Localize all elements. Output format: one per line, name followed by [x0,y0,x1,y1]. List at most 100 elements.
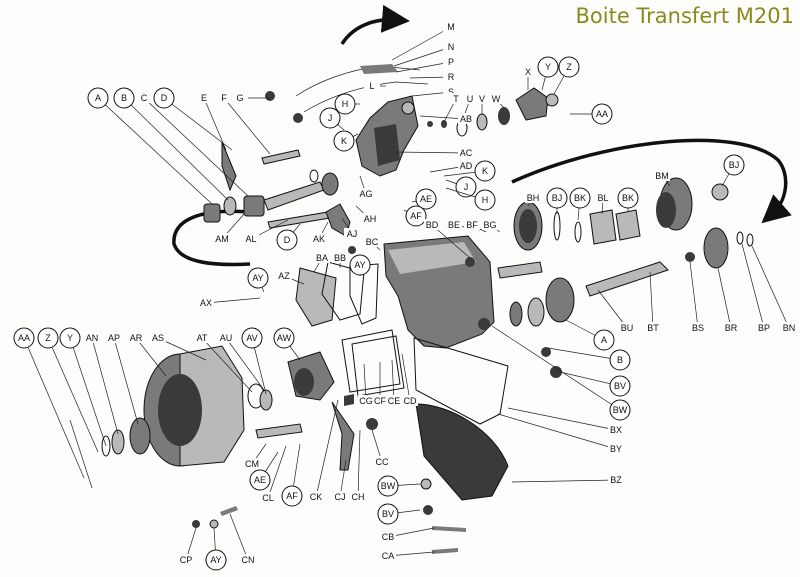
callout-ae: AE [411,188,437,210]
leader-line [229,513,249,561]
callout-label: P [448,57,454,67]
label-backdrop [106,332,122,343]
label-backdrop [314,252,330,263]
callout-label: CA [382,551,395,561]
label-backdrop [608,474,624,485]
callout-bj: BJ [546,187,568,214]
callout-label: AG [359,189,372,199]
callout-label: CC [376,457,389,467]
label-backdrop [482,219,498,230]
callout-circle [537,56,559,78]
leader-line [497,413,617,450]
callout-circle [247,267,269,289]
callout-j: J [445,176,477,198]
callout-az: AZ [276,270,305,285]
callout-cb: CB [380,527,435,542]
callout-al: AL [243,219,289,244]
label-backdrop [311,233,327,244]
callout-c: C [136,92,249,197]
leader-line [391,359,395,402]
callout-label: AL [245,234,256,244]
leader-line [225,337,265,391]
callout-label: AC [460,148,473,158]
callout-as: AS [150,332,207,361]
leader-line [391,26,452,61]
label-backdrop [198,297,214,308]
callout-label: CN [242,555,255,565]
callout-label: AZ [278,271,290,281]
leader-line [23,337,85,479]
callout-ay: AY [349,254,371,276]
callout-ac: AC [395,147,474,158]
callout-cj: CJ [332,459,348,502]
callout-bp: BP [741,243,772,333]
callout-ay: AY [247,267,269,293]
leader-line [431,224,471,259]
label-backdrop [448,93,464,104]
callout-label: AR [130,333,143,343]
callout-ap: AP [106,332,139,425]
leader-line [123,97,229,201]
callout-cg: CG [358,363,374,406]
callout-label: AA [18,333,30,343]
callout-circle [377,503,399,525]
callout-x: X [520,66,536,90]
callout-label: AJ [347,229,358,239]
leader-line [223,97,271,155]
callout-ce: CE [386,359,402,406]
label-backdrop [595,192,611,203]
leader-line [393,46,452,67]
gaskets-and-plates [295,261,509,501]
callout-label: AV [246,333,257,343]
callout-label: BZ [610,475,622,485]
callout-label: Z [566,62,572,72]
label-backdrop [464,219,480,230]
leader-line [547,347,621,361]
label-backdrop [474,93,490,104]
label-backdrop [362,213,378,224]
callout-label: BV [382,509,394,519]
label-backdrop [128,332,144,343]
callout-label: BY [610,444,622,454]
leader-line [339,459,347,498]
callout-label: C [141,93,148,103]
callout-label: J [464,182,469,192]
callout-b: B [547,347,631,371]
callout-label: H [342,99,349,109]
label-backdrop [443,41,459,52]
leader-line [201,337,253,393]
rotation-arrow [340,4,410,45]
label-backdrop [781,322,797,333]
callout-bh: BH [525,192,541,207]
callout-label: AA [596,109,608,119]
callout-circle [205,549,227,571]
label-backdrop [84,332,100,343]
label-backdrop [218,332,234,343]
label-backdrop [446,219,462,230]
callout-circle [569,187,591,209]
callout-ag: AG [358,175,374,199]
label-backdrop [358,188,374,199]
diagram-title: Boite Transfert M201 [575,4,794,28]
leader-line [97,97,213,205]
callout-label: BV [614,381,626,391]
callout-label: AF [286,491,298,501]
callout-circle [59,327,81,349]
callout-bw: BW [491,325,631,421]
callout-label: BJ [729,160,740,170]
callout-ah: AH [355,205,378,224]
leader-line [357,429,361,498]
callout-a: A [565,319,615,351]
callout-label: BW [381,481,396,491]
callout-bn: BN [751,245,797,333]
label-backdrop [364,236,380,247]
callout-label: AW [277,333,292,343]
callout-am: AM [214,213,245,244]
callout-circle [591,103,613,125]
callout-k: K [333,130,359,152]
callout-circle [273,327,295,349]
label-backdrop [214,233,230,244]
callout-bg: BG [482,219,501,233]
callout-circle [558,56,580,78]
